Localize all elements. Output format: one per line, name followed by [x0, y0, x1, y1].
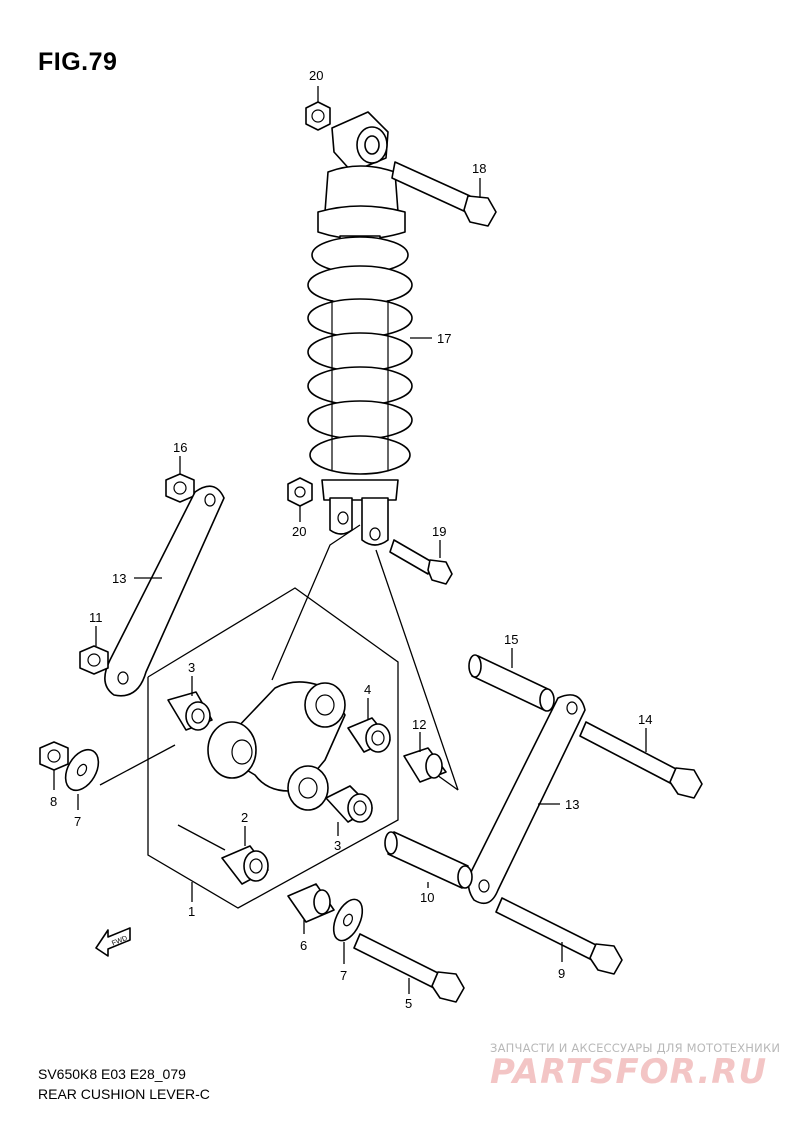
bolt-14: [579, 721, 703, 799]
spacer-6: [287, 883, 335, 923]
cushion-lever-1: [207, 681, 346, 811]
part-label: 20: [309, 68, 323, 83]
assembly-frame: [99, 524, 459, 909]
fwd-arrow-icon: FWD: [95, 927, 131, 957]
part-label: 7: [74, 814, 81, 829]
part-label: 8: [50, 794, 57, 809]
part-label: 13: [565, 797, 579, 812]
part-label: 5: [405, 996, 412, 1011]
nut-16: [165, 473, 195, 503]
part-label: 3: [334, 838, 341, 853]
part-label: 20: [292, 524, 306, 539]
model-code: SV650K8 E03 E28_079: [38, 1066, 186, 1082]
spacer-10: [384, 831, 473, 889]
watermark-caption: ЗАПЧАСТИ И АКСЕССУАРЫ ДЛЯ МОТОТЕХНИКИ: [490, 1041, 781, 1055]
rear-shock-absorber: [307, 111, 413, 546]
part-label: 14: [638, 712, 652, 727]
washer-7-right: [332, 898, 364, 942]
part-label: 3: [188, 660, 195, 675]
nut-8: [39, 741, 69, 771]
bolt-5: [353, 933, 465, 1003]
bearing-3-left: [167, 691, 213, 731]
part-label: 7: [340, 968, 347, 983]
bearing-2: [221, 845, 269, 885]
nut-20-top: [305, 101, 331, 131]
watermark-logo: PARTSFOR.RU: [490, 1052, 767, 1092]
part-label: 18: [472, 161, 486, 176]
part-label: 10: [420, 890, 434, 905]
part-label: 19: [432, 524, 446, 539]
bearing-3-right: [325, 785, 373, 823]
part-label: 16: [173, 440, 187, 455]
spacer-12: [403, 747, 447, 783]
figure-title: FIG.79: [38, 48, 118, 76]
part-label: 17: [437, 331, 451, 346]
cushion-rod-13-left: [104, 485, 225, 697]
part-label: 4: [364, 682, 371, 697]
part-label: 15: [504, 632, 518, 647]
part-label: 9: [558, 966, 565, 981]
figure-caption: REAR CUSHION LEVER-C: [38, 1086, 210, 1102]
part-label: 6: [300, 938, 307, 953]
bearing-4: [347, 717, 391, 753]
leader-lines: [53, 86, 647, 994]
part-label: 11: [89, 610, 103, 625]
bolt-9: [495, 897, 623, 975]
spacer-15: [468, 654, 555, 712]
washer-7-left: [64, 748, 100, 792]
part-number-labels: 20 18 17 16 20 19 13 11 15 3 4 14 12 8 7…: [50, 68, 652, 1011]
nut-11: [79, 645, 109, 675]
bolt-18: [391, 161, 497, 227]
bolt-19: [389, 539, 453, 585]
nut-20-lower: [287, 477, 313, 507]
part-label: 1: [188, 904, 195, 919]
part-label: 2: [241, 810, 248, 825]
part-label: 13: [112, 571, 126, 586]
part-label: 12: [412, 717, 426, 732]
